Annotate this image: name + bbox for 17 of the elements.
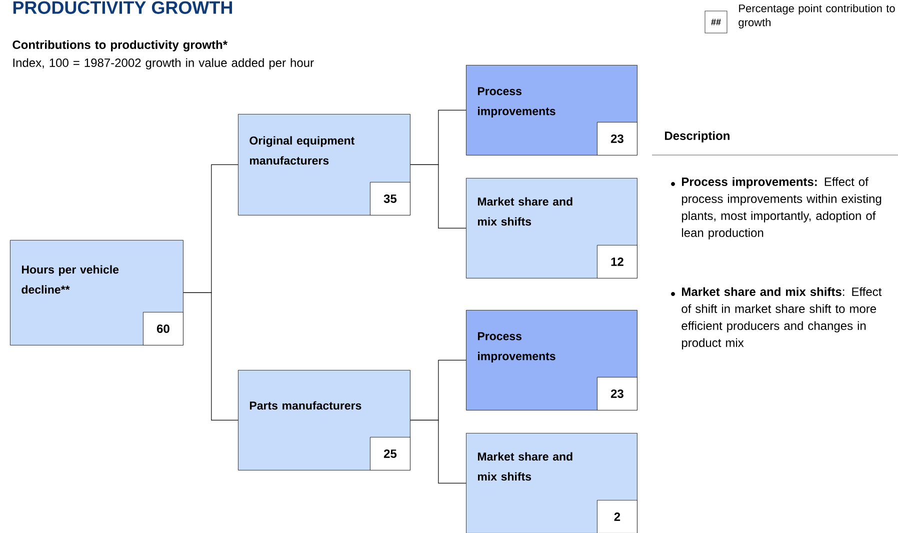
- value-box: 12: [597, 245, 638, 278]
- bullet-text: Process improvements: Effect of process improvements within existing plants, most importantly, adoption of lean production: [682, 177, 882, 240]
- bullet-text: Market share and mix shifts: Effect of shift in market share shift to more efficient producers and changes in product mix: [682, 287, 882, 350]
- value-box: 35: [370, 182, 410, 216]
- connector-line: [410, 420, 466, 484]
- connector-line: [410, 164, 466, 228]
- subtitle: Contributions to productivity growth*: [12, 40, 228, 52]
- value-box: 23: [597, 377, 638, 410]
- value-box: 60: [143, 312, 184, 346]
- connector-line: [183, 292, 238, 420]
- title: PRODUCTIVITY GROWTH: [13, 1, 232, 14]
- note-text: Index, 100 = 1987-2002 growth in value added per hour: [13, 58, 314, 70]
- section-heading: Description: [665, 131, 730, 142]
- legend-text: Percentage point contribution to growth: [738, 4, 895, 28]
- value-box: 2: [597, 500, 638, 533]
- value-box: 23: [597, 122, 638, 156]
- value-box: 25: [370, 437, 410, 470]
